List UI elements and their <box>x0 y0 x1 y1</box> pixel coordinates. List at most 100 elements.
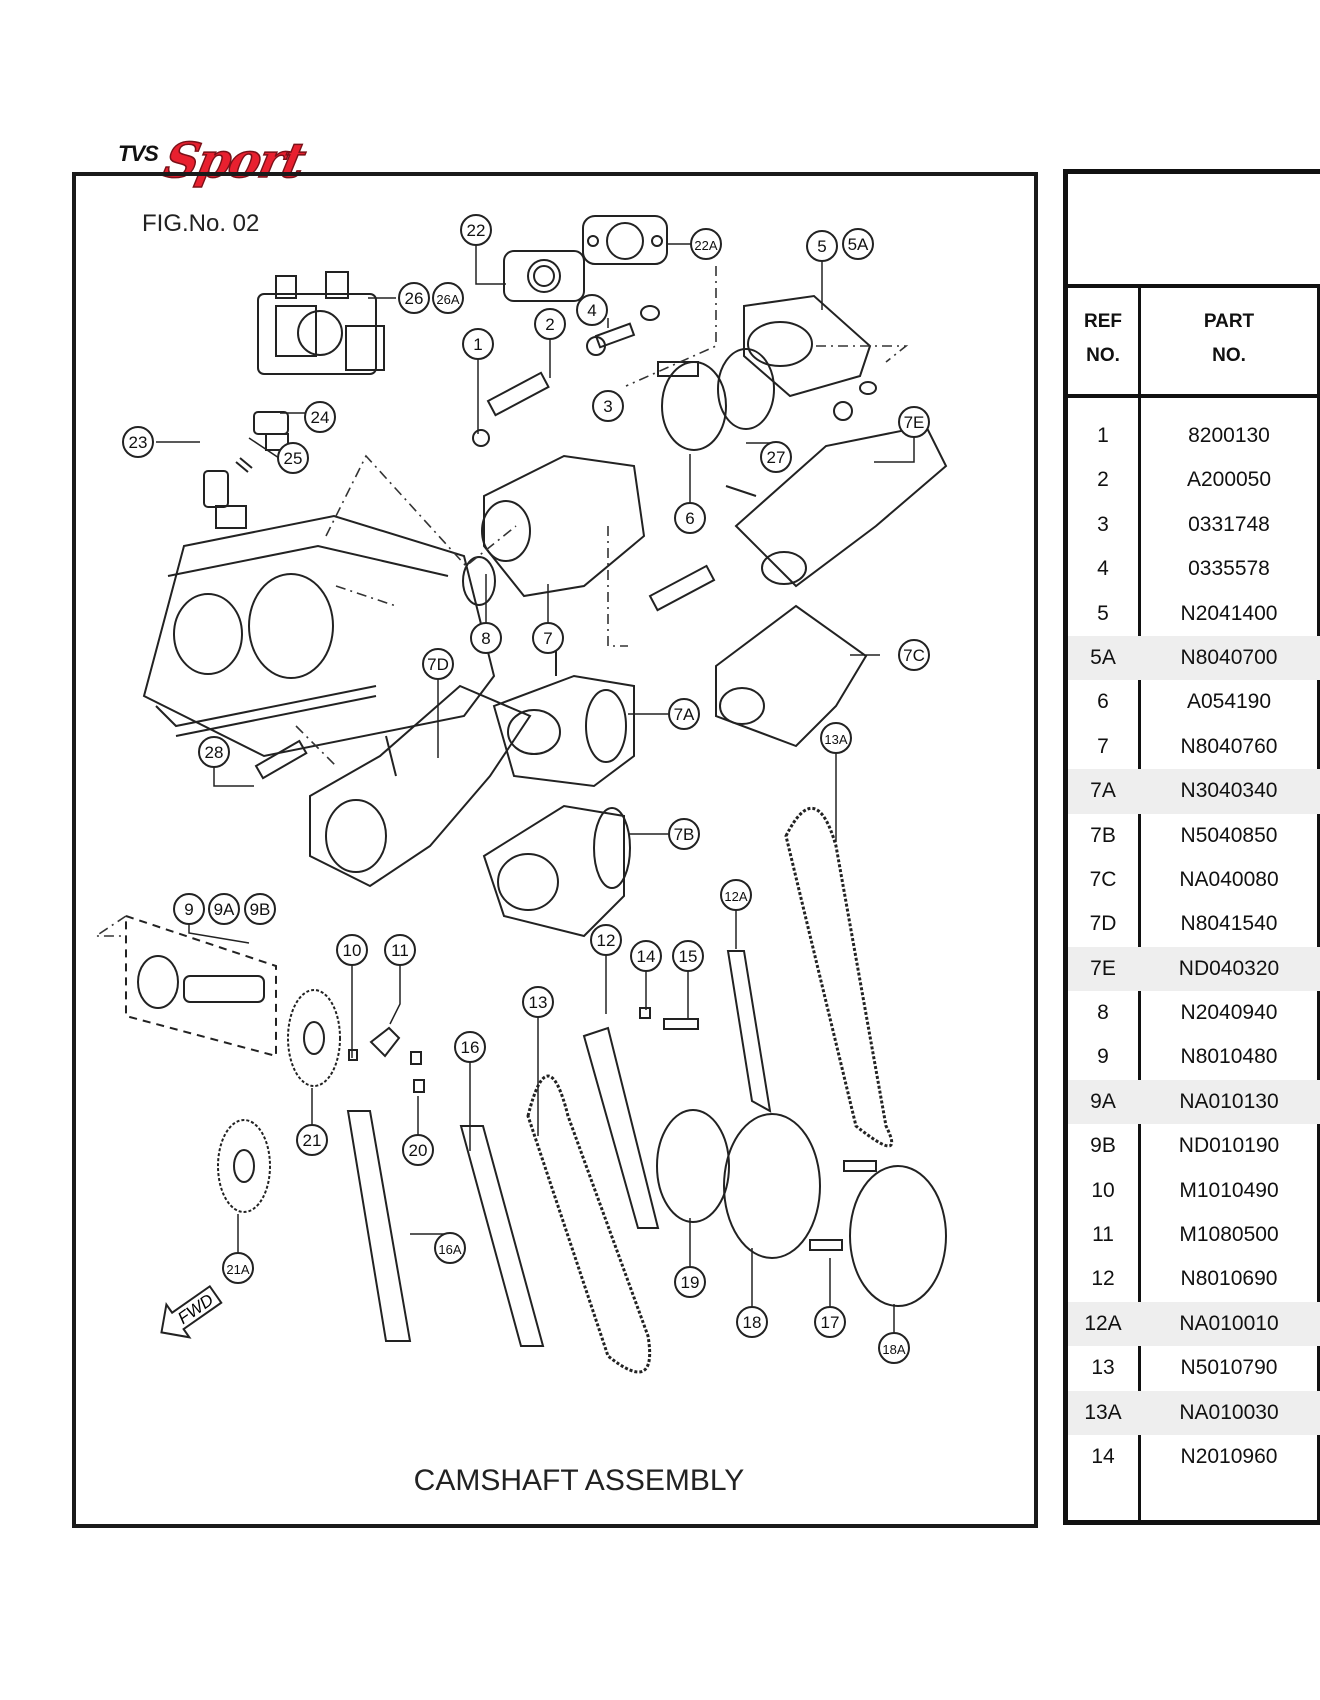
ref-no-cell: 11 <box>1092 1223 1114 1247</box>
part-no-cell: N3040340 <box>1180 779 1278 803</box>
callout-label: 1 <box>473 335 482 354</box>
table-row: 14 N2010960 <box>1068 1435 1320 1479</box>
ref-no-cell: 3 <box>1097 512 1109 536</box>
throttle-body-part <box>257 271 385 375</box>
part-no-cell: N8040700 <box>1180 645 1278 669</box>
callout-label: 9B <box>250 900 271 919</box>
ref-header-line1: REF <box>1084 311 1122 332</box>
callout-label: 28 <box>205 743 224 762</box>
callout-label: 5 <box>817 237 826 256</box>
callout-label: 5A <box>848 235 869 254</box>
callout-circle <box>122 426 154 458</box>
ref-no-cell: 14 <box>1091 1444 1115 1468</box>
callout-circle <box>814 1306 846 1338</box>
callout-circle <box>842 228 874 260</box>
ref-no-cell: 4 <box>1097 557 1109 581</box>
callout-label: 20 <box>409 1141 428 1160</box>
callout-circle <box>898 406 930 438</box>
callout-label: 7C <box>903 646 925 665</box>
callout-label: 24 <box>311 408 330 427</box>
callout-label: 7D <box>427 655 449 674</box>
callout-circle <box>454 1031 486 1063</box>
callout-label: 6 <box>685 509 694 528</box>
callout-label: 17 <box>821 1313 840 1332</box>
ref-no-cell: 10 <box>1091 1178 1115 1202</box>
column-divider <box>1138 284 1141 1520</box>
part-no-cell: M1080500 <box>1179 1223 1279 1247</box>
tvs-sport-logo: TVS Sport <box>115 132 385 190</box>
figure-number: FIG.No. 02 <box>142 210 260 237</box>
part-no-cell: N2010960 <box>1180 1444 1278 1468</box>
callout-circle <box>462 328 494 360</box>
callout-label: 22A <box>694 238 717 253</box>
callout-circle <box>630 940 662 972</box>
logo-brand: TVS <box>118 141 159 166</box>
callout-label: 13 <box>529 993 548 1012</box>
callout-label: 18 <box>743 1313 762 1332</box>
part-no-cell: N2040940 <box>1180 1001 1278 1025</box>
part-no-cell: A054190 <box>1186 690 1272 714</box>
ref-no-cell: 1 <box>1097 424 1109 447</box>
callout-label: 11 <box>391 941 409 960</box>
callout-label: 14 <box>637 947 656 966</box>
callout-label: 7E <box>904 413 925 432</box>
callout-label: 26A <box>436 292 459 307</box>
ref-no-cell: 12 <box>1091 1267 1115 1291</box>
callout-label: 19 <box>681 1273 700 1292</box>
callout-label: 9 <box>184 900 193 919</box>
callout-circle <box>432 282 464 314</box>
callout-circle <box>422 648 454 680</box>
callout-circle <box>898 639 930 671</box>
callout-label: 26 <box>405 289 424 308</box>
callout-label: 23 <box>129 433 148 452</box>
ref-no-cell: 13A <box>1084 1400 1122 1424</box>
callout-label: 16A <box>438 1242 461 1257</box>
ref-no-cell: 5 <box>1097 601 1109 625</box>
callout-label: 7 <box>543 629 552 648</box>
part-header-line2: NO. <box>1212 345 1246 366</box>
part-no-cell: NA040080 <box>1179 867 1279 891</box>
ref-no-cell: 9 <box>1097 1045 1109 1069</box>
fwd-arrow: FWD <box>160 1284 223 1339</box>
ref-no-cell: 13 <box>1091 1356 1115 1380</box>
callout-label: 15 <box>679 947 698 966</box>
callout-circle <box>277 442 309 474</box>
callout-label: 10 <box>343 941 362 960</box>
part-no-cell: N8041540 <box>1180 912 1278 936</box>
ref-no-cell: 8 <box>1097 1001 1109 1025</box>
callout-circle <box>222 1252 254 1284</box>
ref-header-line2: NO. <box>1086 345 1120 366</box>
callout-circle <box>522 986 554 1018</box>
callout-circle <box>173 893 205 925</box>
callout-circle <box>760 441 792 473</box>
callout-label: 21 <box>303 1131 322 1150</box>
callout-label: 21A <box>226 1262 249 1277</box>
part-no-header: PART NO. <box>1141 284 1317 394</box>
callout-label: 12A <box>724 889 747 904</box>
ref-no-cell: 2 <box>1097 468 1109 492</box>
callout-circle <box>720 879 752 911</box>
callout-circle <box>674 502 706 534</box>
callout-circle <box>532 622 564 654</box>
ref-no-header: REF NO. <box>1068 284 1138 394</box>
callout-circle <box>460 214 492 246</box>
callout-circle <box>806 230 838 262</box>
callout-label: 7B <box>674 825 695 844</box>
callout-circle <box>736 1306 768 1338</box>
callout-circle <box>198 736 230 768</box>
callout-label: 9A <box>214 900 235 919</box>
ref-no-cell: 7D <box>1089 912 1117 936</box>
